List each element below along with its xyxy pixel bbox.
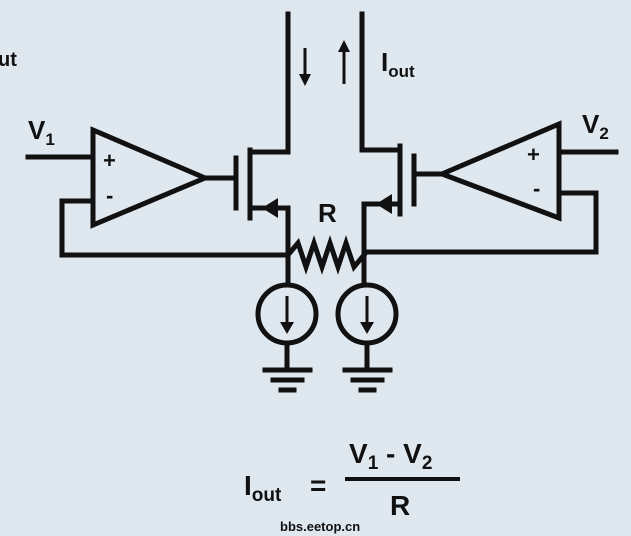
right-opamp-plus: + — [527, 142, 540, 167]
formula-denominator: R — [390, 490, 410, 521]
current-up-arrow — [338, 40, 350, 84]
v1-label: V1 — [28, 115, 55, 149]
left-ground-icon — [262, 367, 313, 393]
current-down-arrow — [299, 48, 311, 86]
right-feedback-wire — [361, 190, 599, 255]
corner-out-label: ut — [0, 49, 17, 71]
formula-numerator: V1 - V2 — [349, 438, 432, 474]
right-mosfet-drain-wire — [359, 11, 403, 153]
resistor-label: R — [318, 198, 337, 228]
right-opamp: + - — [435, 120, 562, 222]
right-ground-icon — [342, 367, 393, 393]
left-opamp: + - — [90, 126, 212, 229]
right-mosfet-source-arrow — [376, 194, 392, 214]
watermark: bbs.eetop.cn — [280, 519, 360, 534]
left-mosfet-source-arrow — [262, 198, 278, 218]
left-opamp-plus: + — [103, 148, 116, 173]
left-mosfet-source-wire — [247, 205, 291, 261]
formula: Iout = V1 - V2 R — [244, 438, 460, 521]
right-mosfet — [359, 11, 417, 261]
left-mosfet — [233, 11, 291, 261]
formula-equals: = — [310, 470, 326, 501]
v2-label: V2 — [582, 109, 609, 143]
left-mosfet-drain-wire — [247, 11, 291, 155]
left-feedback-wire — [59, 198, 291, 258]
right-current-source — [335, 282, 399, 346]
resistor — [284, 235, 368, 275]
left-opamp-minus: - — [106, 183, 113, 208]
left-current-source — [255, 282, 319, 346]
formula-lhs: Iout — [244, 470, 282, 506]
iout-label: Iout — [381, 47, 415, 81]
right-opamp-minus: - — [533, 176, 540, 201]
